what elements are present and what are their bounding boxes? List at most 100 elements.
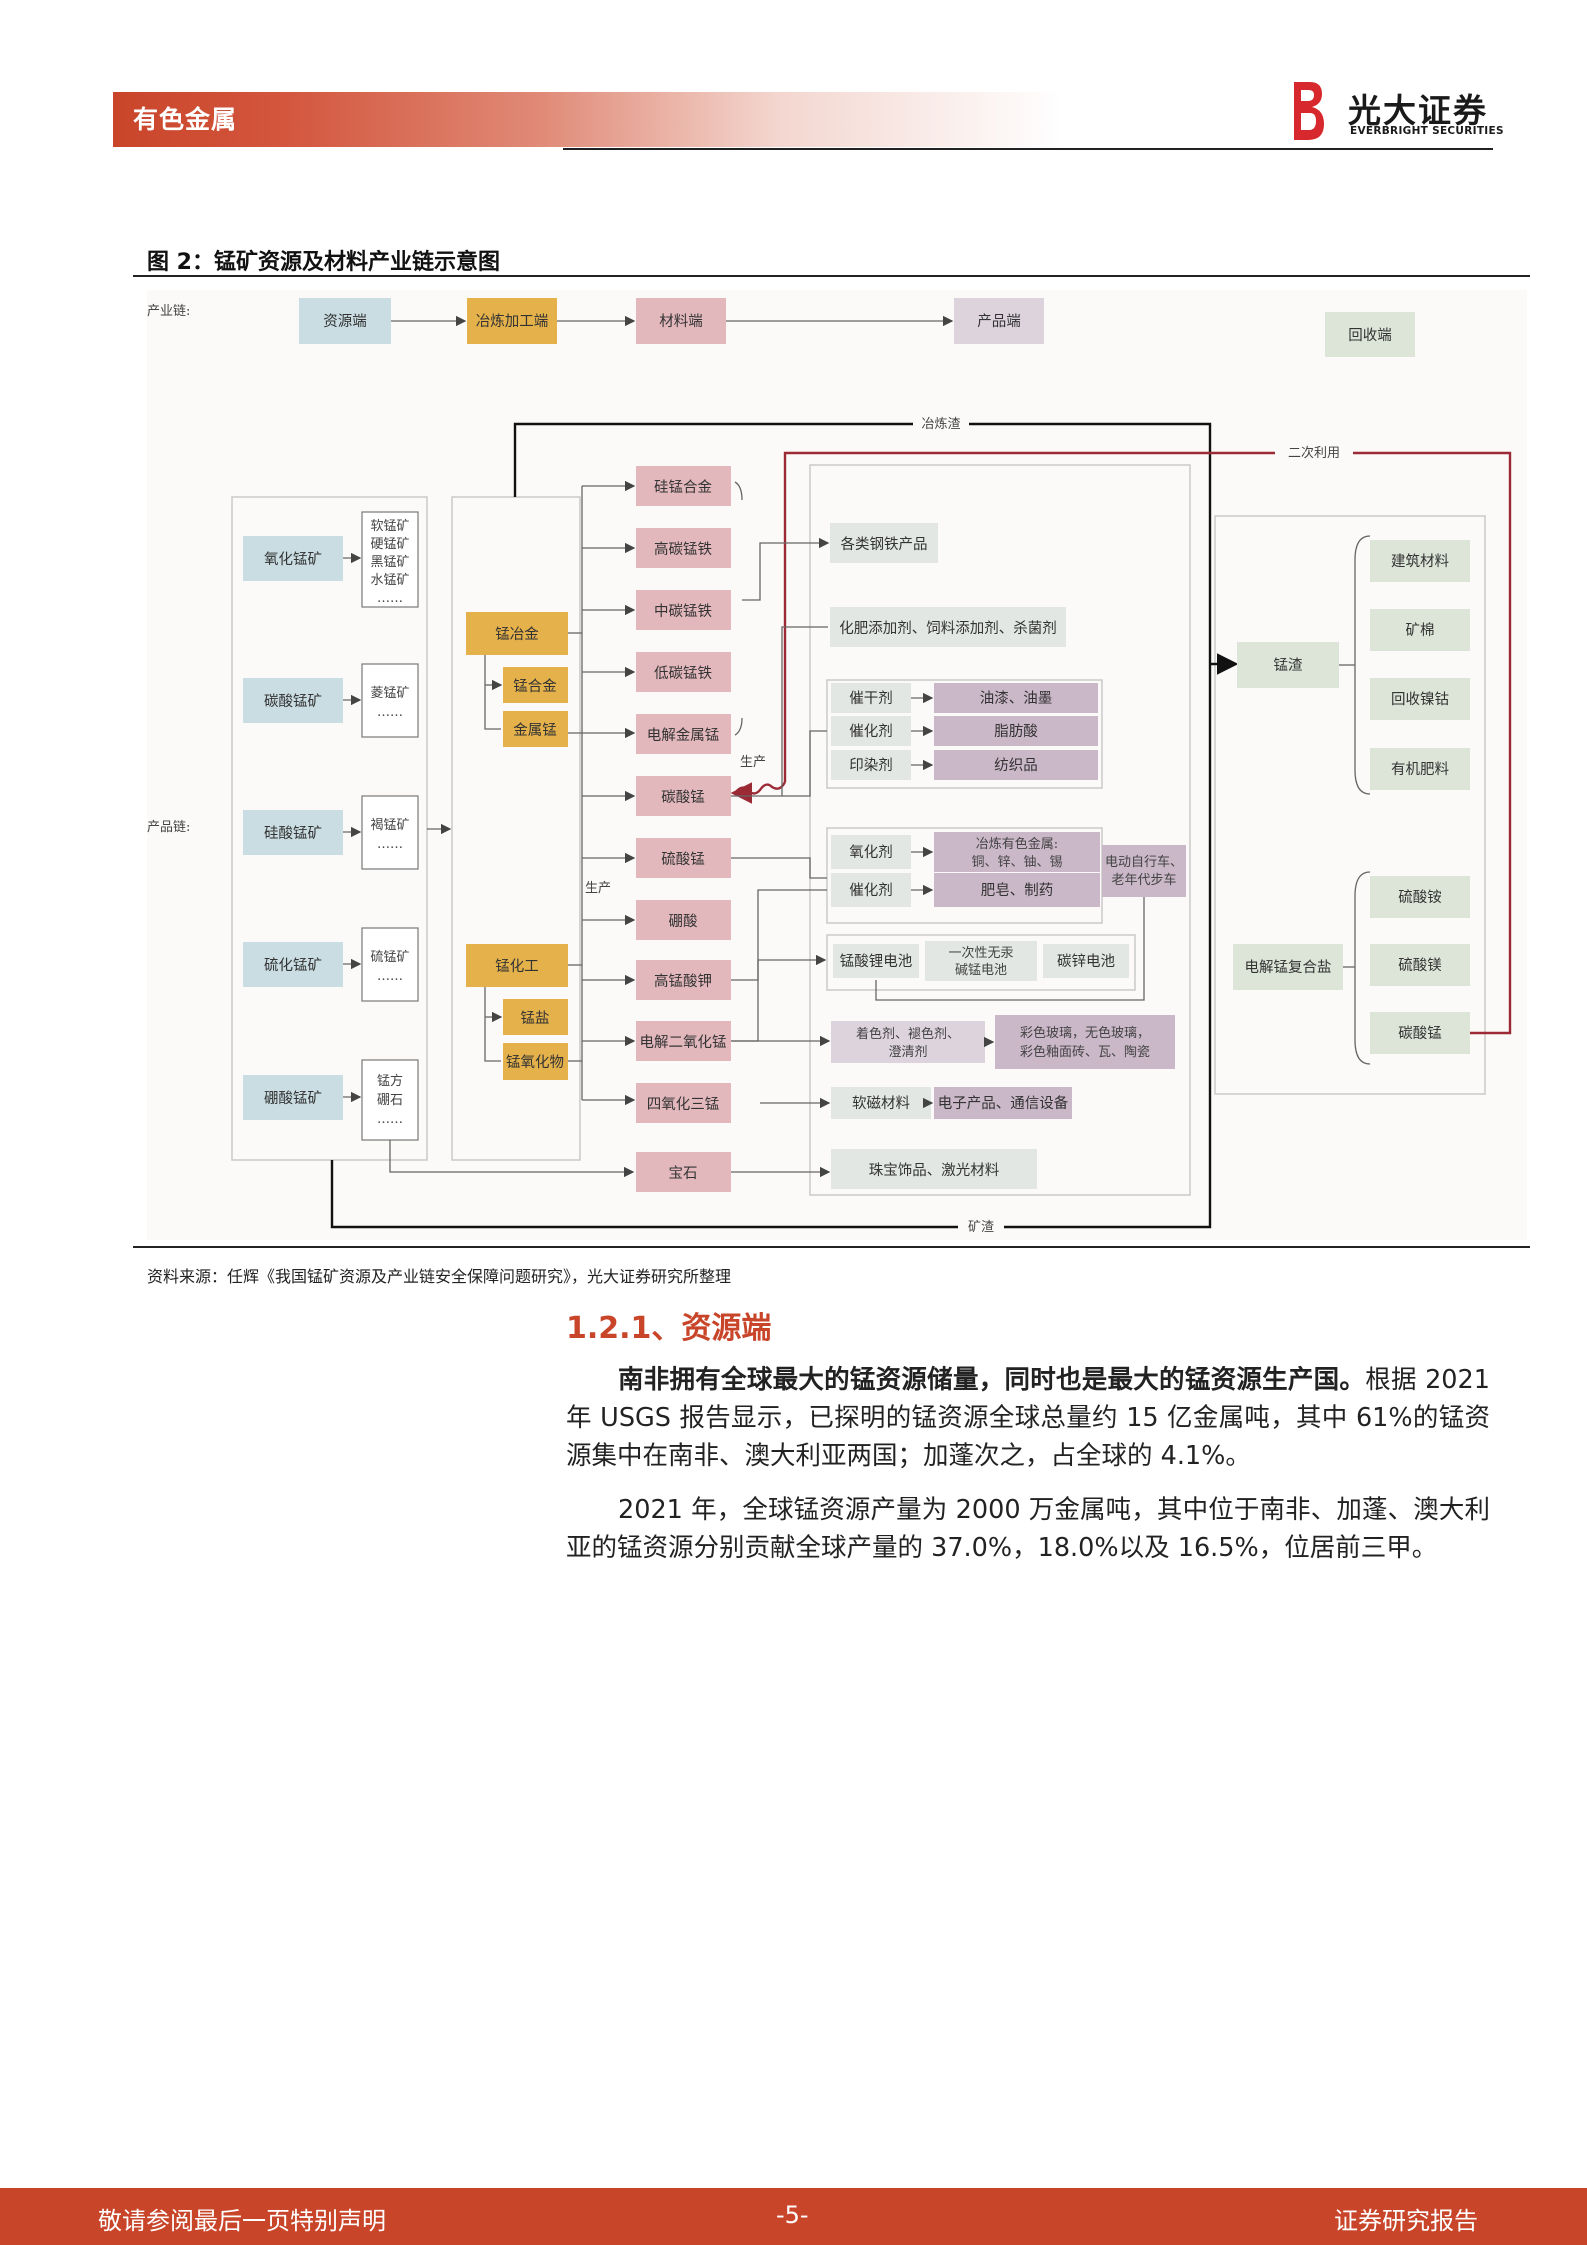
product-use-label: 冶炼有色金属: xyxy=(976,836,1058,852)
salt-bracket xyxy=(1354,871,1371,1065)
product-agent-node xyxy=(831,716,911,746)
figure-caption: 图 2：锰矿资源及材料产业链示意图 xyxy=(147,250,500,275)
mineral-label: 硬锰矿 xyxy=(370,537,409,552)
product-colorants-label: 澄清剂 xyxy=(888,1045,927,1060)
mineral-label: 菱锰矿 xyxy=(370,686,409,701)
paragraph-1-rest: 根据 2021 年 USGS 报告显示，已探明的锰资源全球总量约 15 亿金属吨… xyxy=(566,1365,1490,1471)
product-use-node xyxy=(934,832,1100,872)
secondary-use-label: 二次利用 xyxy=(1288,445,1340,461)
stage-resource-label: 资源端 xyxy=(323,313,367,330)
recycle-product-node xyxy=(1370,748,1470,790)
recycle-product-node xyxy=(1370,609,1470,651)
product-use-node xyxy=(934,683,1098,713)
product-agent-label: 催化剂 xyxy=(849,882,893,899)
ore-silicate-node xyxy=(243,810,343,855)
battery-zn-node xyxy=(1043,944,1129,978)
mineral-label: 褐锰矿 xyxy=(370,818,409,833)
material-label: 硫酸锰 xyxy=(661,851,705,868)
ore-to-gem-arrow xyxy=(389,1140,635,1178)
figure-source: 资料来源：任辉《我国锰矿资源及产业链安全保障问题研究》，光大证券研究所整理 xyxy=(147,1267,732,1286)
brand-name-cn: 光大证券 xyxy=(1348,91,1488,130)
product-group-border xyxy=(809,464,1191,1196)
ore-sulfide-label: 硫化锰矿 xyxy=(264,957,322,974)
figure-top-rule xyxy=(133,275,1530,277)
ore-sulfide-minerals xyxy=(361,927,419,1002)
mineral-label: …… xyxy=(377,705,403,720)
product-use-node xyxy=(934,716,1098,746)
stage-recycling-node xyxy=(1325,312,1415,357)
battery-zn-label: 碳锌电池 xyxy=(1057,953,1115,970)
chemical-branch xyxy=(484,987,501,1062)
process-mn-salt-label: 锰盐 xyxy=(521,1010,550,1027)
product-glass-label: 彩色玻璃，无色玻璃， xyxy=(1020,1025,1150,1041)
process-mn-alloy-label: 锰合金 xyxy=(513,678,557,695)
product-ev-label: 老年代步车 xyxy=(1111,872,1176,888)
figure-bottom-rule xyxy=(133,1246,1530,1248)
battery-subgroup xyxy=(826,934,1136,991)
metallurgy-branch xyxy=(484,655,501,730)
product-colorants-label: 着色剂、褪色剂、 xyxy=(856,1026,960,1042)
product-additives-label: 化肥添加剂、饲料添加剂、杀菌剂 xyxy=(839,620,1057,637)
slag-label-bg xyxy=(913,413,969,433)
stage-product-label: 产品端 xyxy=(977,313,1021,330)
battery-alk-label: 一次性无汞 xyxy=(948,945,1013,961)
ore-oxide-minerals xyxy=(361,511,419,608)
mineral-label: 锰方 xyxy=(377,1073,403,1089)
battery-alk-label: 碱锰电池 xyxy=(955,963,1007,978)
ore-sulfide-node xyxy=(243,942,343,987)
process-chemical-label: 锰化工 xyxy=(495,958,539,975)
product-use-node xyxy=(934,873,1100,907)
secondary-use-label-bg xyxy=(1275,442,1353,462)
product-magnetic-node xyxy=(831,1087,931,1119)
recycle-product-node xyxy=(1370,540,1470,582)
product-agent-label: 催干剂 xyxy=(849,690,893,707)
process-mn-salt-node xyxy=(503,999,568,1035)
recycle-salt-label: 电解锰复合盐 xyxy=(1245,958,1332,976)
smelting-slag-label: 冶炼渣 xyxy=(921,417,960,432)
mineral-label: 硼石 xyxy=(377,1093,403,1108)
carbonate-to-additives xyxy=(731,626,828,797)
footer-disclaimer: 敬请参阅最后一页特别声明 xyxy=(98,2207,386,2235)
mineral-label: …… xyxy=(377,969,403,984)
paragraph-1-bold: 南非拥有全球最大的锰资源储量，同时也是最大的锰资源生产国。 xyxy=(618,1365,1366,1395)
material-node xyxy=(636,776,731,816)
product-agent-node xyxy=(831,683,911,713)
mineral-label: 软锰矿 xyxy=(370,519,409,534)
material-label: 高碳锰铁 xyxy=(654,541,712,558)
recycle-product-label: 硫酸镁 xyxy=(1398,957,1442,974)
product-agent-label: 氧化剂 xyxy=(849,844,893,861)
produce-label-1: 生产 xyxy=(585,881,611,896)
material-node xyxy=(636,590,731,630)
ev-to-battery-link xyxy=(875,897,1145,1001)
material-node xyxy=(636,838,731,878)
mineral-label: 黑锰矿 xyxy=(370,555,409,570)
product-use-label: 脂肪酸 xyxy=(994,723,1038,740)
material-label: 硅锰合金 xyxy=(654,479,712,496)
recycle-salt-node xyxy=(1233,944,1343,990)
material-node xyxy=(636,714,731,754)
emd-to-battery-arrow xyxy=(731,954,827,1042)
header-rule xyxy=(563,148,1493,150)
material-node xyxy=(636,900,731,940)
footer-bar xyxy=(0,2188,1587,2245)
product-use-label: 油漆、油墨 xyxy=(980,690,1053,707)
paragraph-1: 南非拥有全球最大的锰资源储量，同时也是最大的锰资源生产国。根据 2021 年 U… xyxy=(566,1361,1490,1475)
stage-smelting-node xyxy=(467,298,557,344)
recycle-product-node xyxy=(1370,876,1470,918)
material-label: 电解二氧化锰 xyxy=(640,1034,727,1051)
material-node xyxy=(636,466,731,506)
row-label-product-chain: 产品链: xyxy=(147,820,190,835)
product-ev-label: 电动自行车、 xyxy=(1105,854,1183,870)
footer-doc-type: 证券研究报告 xyxy=(1334,2207,1478,2235)
ore-silicate-label: 硅酸锰矿 xyxy=(264,825,322,842)
recycle-slag-node xyxy=(1237,642,1339,688)
product-colorants-node xyxy=(831,1021,985,1063)
ore-silicate-minerals xyxy=(361,795,419,870)
material-label: 高锰酸钾 xyxy=(654,973,712,990)
sulfate-to-group2 xyxy=(731,857,827,879)
slag-bracket xyxy=(1354,535,1371,795)
recycle-product-node xyxy=(1370,678,1470,720)
material-label: 中碳锰铁 xyxy=(654,603,712,620)
secondary-use-arrow xyxy=(730,781,787,804)
ore-borate-minerals xyxy=(361,1059,419,1141)
